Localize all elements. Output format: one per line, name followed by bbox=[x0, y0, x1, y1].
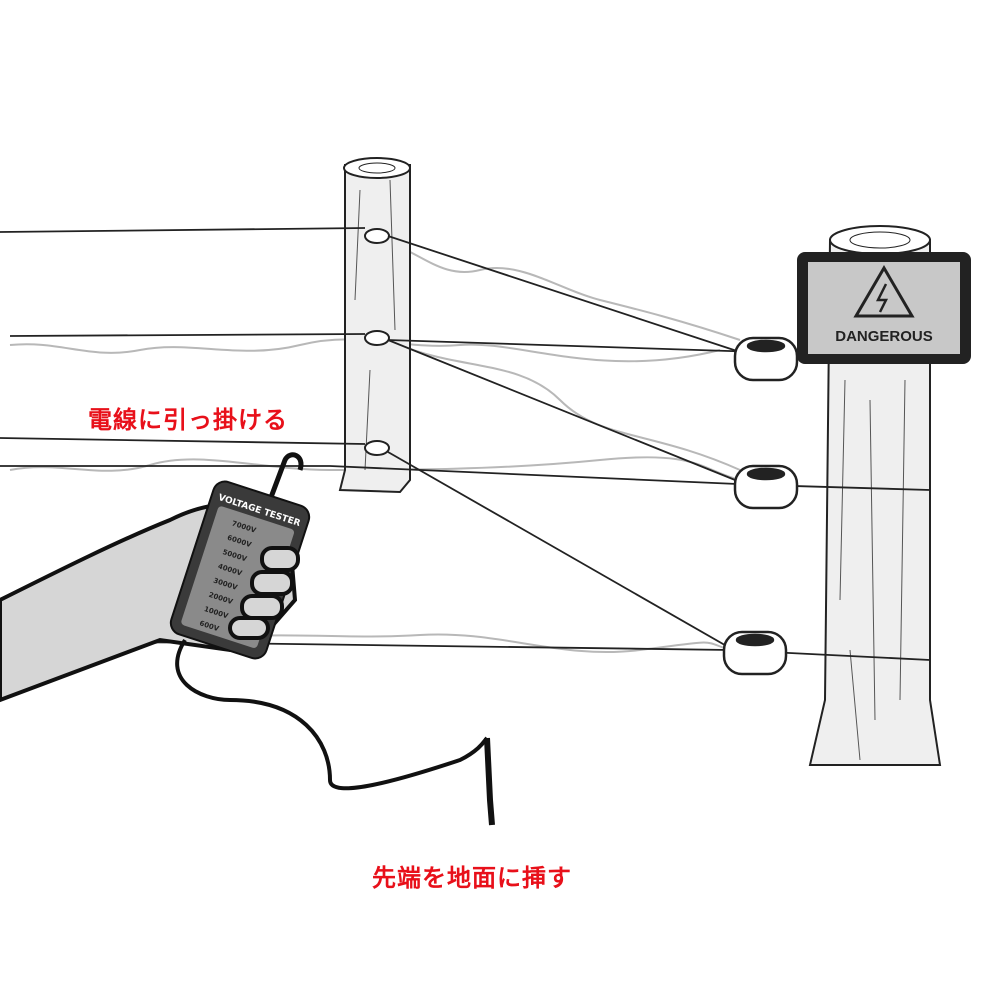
tester-hook bbox=[267, 452, 304, 501]
sign-text: DANGEROUS bbox=[835, 328, 933, 345]
ground-probe bbox=[484, 737, 495, 826]
insulators bbox=[722, 336, 799, 676]
ground-instruction-label: 先端を地面に挿す bbox=[372, 864, 572, 892]
danger-sign bbox=[797, 252, 971, 364]
fingers bbox=[228, 546, 300, 640]
front-fence-post bbox=[808, 225, 942, 766]
high-voltage-icon bbox=[853, 265, 915, 318]
back-fence-post bbox=[338, 157, 411, 494]
probe-cable bbox=[175, 638, 489, 791]
hook-instruction-label: 電線に引っ掛ける bbox=[88, 406, 288, 434]
